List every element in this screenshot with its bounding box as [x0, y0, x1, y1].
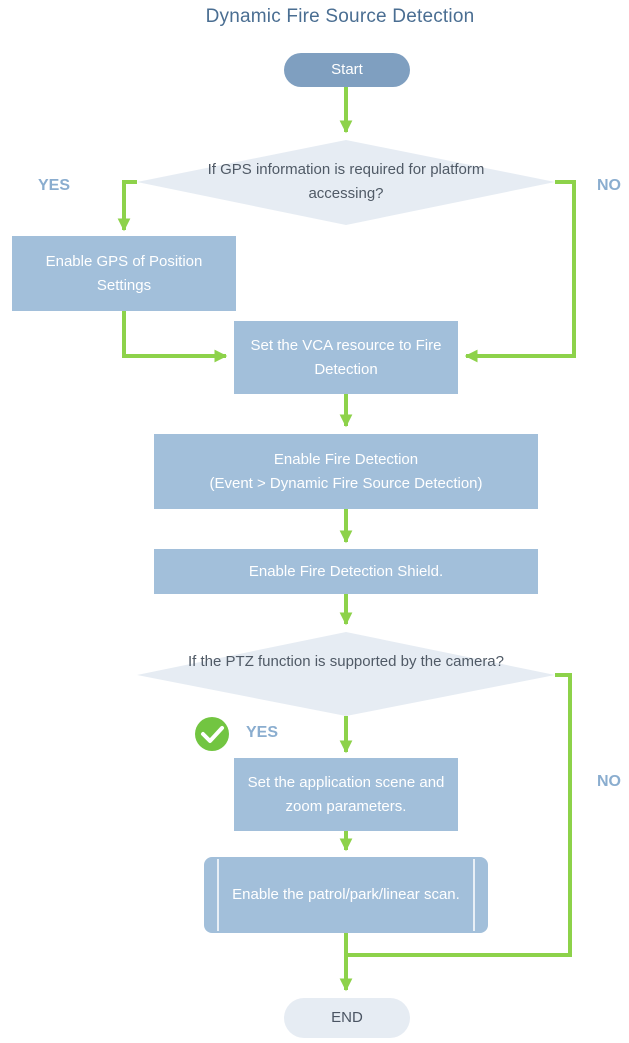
- set-scene-box: Set the application scene and zoom param…: [234, 758, 458, 831]
- yes-label-1: YES: [38, 177, 71, 194]
- enable-gps-label: Enable GPS of Position Settings: [45, 252, 203, 294]
- enable-fire-detection-line1: Enable Fire Detection: [273, 450, 419, 468]
- decision-gps-text: If GPS information is required for platf…: [207, 161, 485, 202]
- end-node: END: [284, 998, 410, 1038]
- diagram-title: Dynamic Fire Source Detection: [205, 6, 475, 27]
- enable-shield-label: Enable Fire Detection Shield.: [248, 562, 444, 580]
- start-label: Start: [331, 61, 363, 78]
- enable-fire-detection-box: Enable Fire Detection (Event > Dynamic F…: [154, 434, 538, 509]
- scan-box-shape: [204, 857, 488, 933]
- arrow-enable-gps-to-set-vca: [122, 311, 228, 363]
- check-circle-icon: [195, 717, 229, 751]
- enable-scan-box: Enable the patrol/park/linear scan.: [224, 857, 468, 933]
- set-vca-box: Set the VCA resource to Fire Detection: [234, 321, 458, 394]
- enable-fire-detection-line2: (Event > Dynamic Fire Source Detection): [209, 474, 483, 492]
- arrow-yes1-to-enable-gps: [117, 180, 137, 232]
- enable-shield-box: Enable Fire Detection Shield.: [154, 549, 538, 594]
- enable-scan-label: Enable the patrol/park/linear scan.: [232, 886, 460, 903]
- set-vca-label: Set the VCA resource to Fire Detection: [250, 336, 442, 378]
- set-scene-label: Set the application scene and zoom param…: [247, 773, 445, 815]
- arrow-no2-to-end: [346, 673, 572, 957]
- end-label: END: [331, 1009, 363, 1026]
- arrow-no1-to-set-vca: [464, 180, 576, 363]
- decision-diamond-gps: [137, 140, 555, 225]
- decision-diamond-ptz: [137, 632, 555, 716]
- enable-gps-box: Enable GPS of Position Settings: [12, 236, 236, 311]
- yes-label-2: YES: [246, 724, 279, 741]
- no-label-2: NO: [597, 773, 621, 790]
- start-node: Start: [284, 53, 410, 87]
- no-label-1: NO: [597, 177, 621, 194]
- decision-ptz-text: If the PTZ function is supported by the …: [188, 653, 504, 670]
